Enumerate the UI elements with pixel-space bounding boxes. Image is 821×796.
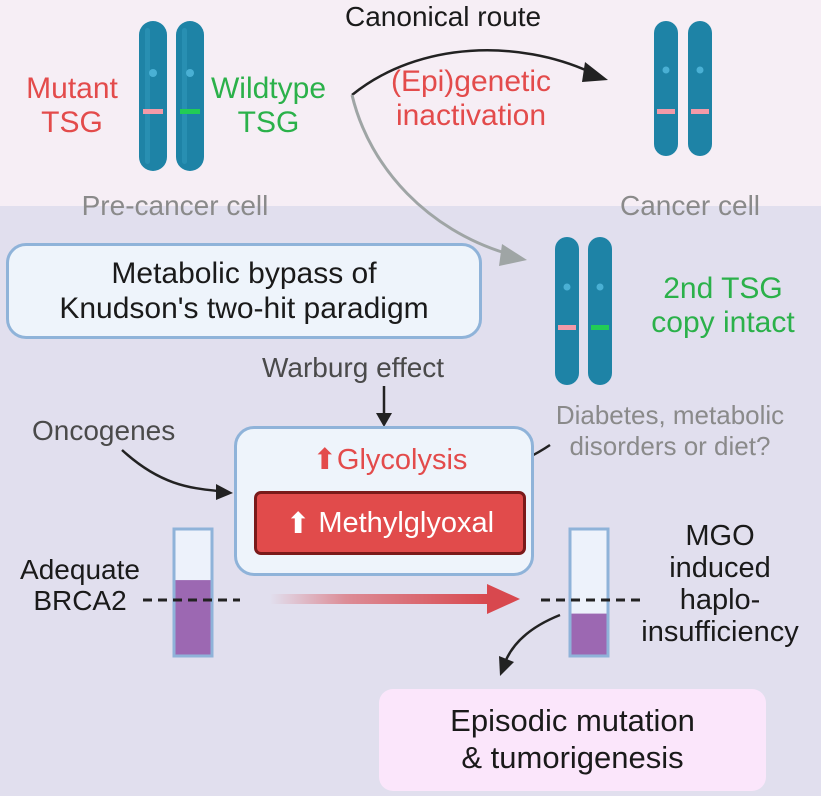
oncogenes-arrowhead [216, 484, 233, 500]
canonical-route-arrow [351, 49, 591, 96]
tube-fill [571, 613, 607, 655]
outcome-arrowhead [499, 656, 514, 676]
mgo-effect-arrowhead [487, 584, 520, 614]
chromosome-pair-cancer [654, 21, 712, 156]
title-line: Metabolic bypass of [111, 256, 377, 290]
up-arrow-icon: ⬆ [312, 444, 337, 476]
mutant-band [691, 109, 709, 114]
warburg-label: Warburg effect [262, 352, 445, 383]
wildtype-tsg-label: Wildtype TSG [210, 72, 327, 139]
up-arrow-icon: ⬆ [285, 507, 311, 540]
bypass-arrowhead [499, 244, 527, 266]
outcome-arrow [504, 613, 561, 661]
title-line: Knudson's two-hit paradigm [59, 292, 429, 325]
epi-inactivation-label: (Epi)genetic inactivation [390, 65, 552, 132]
mgo-effect-arrow [270, 594, 488, 604]
mutant-tsg-label: Mutant TSG [26, 72, 118, 139]
methylglyoxal-box: ⬆ Methylglyoxal [254, 491, 526, 555]
mutant-band [143, 109, 163, 114]
top-band [0, 0, 821, 206]
mgo-haplo-label: MGO induced haplo- insufficiency [641, 520, 799, 648]
chromosome-pair-bypass [555, 237, 612, 385]
wildtype-band [180, 109, 200, 114]
chromosome-wildtype [176, 21, 204, 171]
title-box: Metabolic bypass of Knudson's two-hit pa… [6, 243, 482, 339]
canonical-route-arrowhead [582, 62, 608, 82]
mutant-band [558, 325, 576, 330]
canonical-route-label: Canonical route [345, 1, 542, 32]
tube-adequate-brca2 [172, 527, 214, 658]
cancer-cell-label: Cancer cell [619, 190, 761, 221]
chromosome-mutant [139, 21, 167, 171]
warburg-arrowhead [376, 413, 392, 427]
oncogenes-arrow [121, 449, 219, 493]
second-tsg-label: 2nd TSG copy intact [651, 272, 795, 339]
wildtype-band [591, 325, 609, 330]
tube-haplo [568, 527, 610, 658]
outcome-box: Episodic mutation & tumorigenesis [379, 689, 766, 791]
bypass-arrow [350, 94, 506, 255]
tube-fill [175, 580, 211, 655]
glycolysis-label: ⬆Glycolysis [312, 444, 468, 476]
mutant-band [657, 109, 675, 114]
adequate-brca2-label: Adequate BRCA2 [20, 554, 140, 617]
chromosome-pair-precancer [139, 21, 204, 171]
diabetes-label: Diabetes, metabolic disorders or diet? [555, 400, 785, 462]
pre-cancer-cell-label: Pre-cancer cell [81, 190, 269, 221]
oncogenes-label: Oncogenes [32, 415, 176, 446]
